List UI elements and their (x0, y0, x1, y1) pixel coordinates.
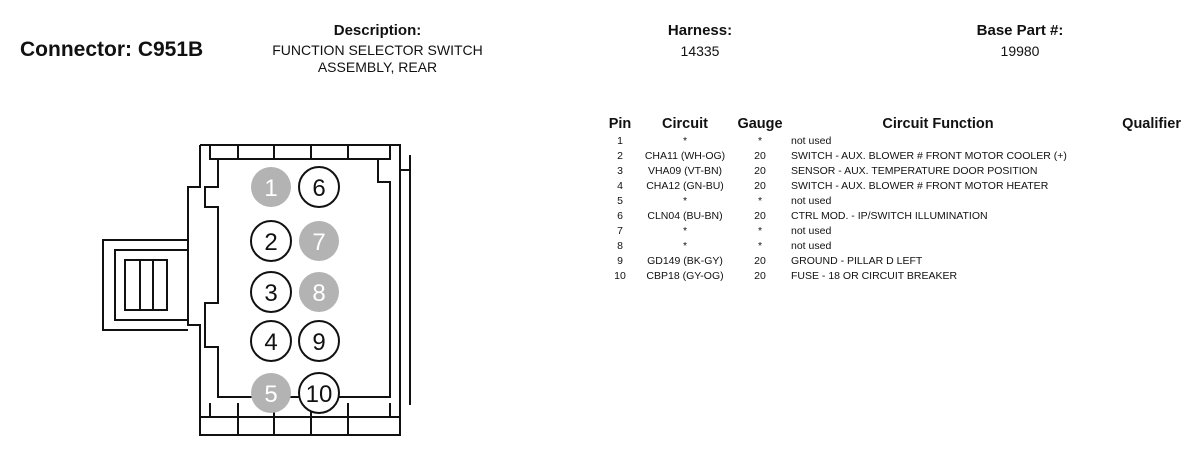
pin-table: Pin Circuit Gauge Circuit Function Quali… (605, 116, 1181, 284)
table-row: 8 * * not used (605, 239, 1181, 254)
pin-8-label: 8 (312, 280, 325, 307)
header-qualifier: Qualifier (1122, 116, 1181, 132)
cell-qualifier (1091, 254, 1181, 269)
table-row: 5 * * not used (605, 194, 1181, 209)
cell-circuit: * (682, 195, 688, 207)
cell-qualifier (1091, 239, 1181, 254)
cell-circuit: GD149 (BK-GY) (647, 255, 723, 267)
cell-pin: 3 (617, 165, 623, 177)
cell-gauge: 20 (754, 210, 766, 222)
cell-function: SWITCH - AUX. BLOWER # FRONT MOTOR HEATE… (791, 180, 1049, 192)
cell-function: not used (791, 135, 832, 147)
pin-2-label: 2 (264, 229, 277, 256)
cell-pin: 4 (617, 180, 623, 192)
pin-4: 4 (250, 320, 292, 362)
pin-5: 5 (251, 373, 291, 413)
cell-circuit: * (682, 225, 688, 237)
pin-6-label: 6 (312, 175, 325, 202)
cell-pin: 8 (617, 240, 623, 252)
cell-circuit: * (682, 240, 688, 252)
table-row: 7 * * not used (605, 224, 1181, 239)
table-row: 4 CHA12 (GN-BU) 20 SWITCH - AUX. BLOWER # F… (605, 179, 1181, 194)
pin-table-header-row: Pin Circuit Gauge Circuit Function Quali… (605, 116, 1181, 134)
cell-pin: 9 (617, 255, 623, 267)
connector-face-diagram: 1 6 2 7 3 8 4 9 5 10 (102, 144, 411, 436)
harness-value: 14335 (680, 43, 720, 59)
cell-function: FUSE - 18 OR CIRCUIT BREAKER (791, 270, 958, 282)
pin-1: 1 (251, 167, 291, 207)
pin-3: 3 (250, 271, 292, 313)
pin-7: 7 (299, 221, 339, 261)
pin-8: 8 (299, 272, 339, 312)
cell-function: SENSOR - AUX. TEMPERATURE DOOR POSITION (791, 165, 1038, 177)
cell-function: not used (791, 240, 832, 252)
base-part-value: 19980 (1000, 43, 1040, 59)
cell-qualifier (1091, 209, 1181, 224)
header-circuit: Circuit (662, 116, 708, 132)
pin-10: 10 (298, 372, 340, 414)
description-value: FUNCTION SELECTOR SWITCH ASSEMBLY, REAR (250, 42, 505, 76)
cell-pin: 10 (614, 270, 626, 282)
cell-qualifier (1091, 224, 1181, 239)
cell-circuit: VHA09 (VT-BN) (647, 165, 723, 177)
cell-gauge: 20 (754, 255, 766, 267)
cell-circuit: CBP18 (GY-OG) (646, 270, 724, 282)
pin-1-label: 1 (264, 175, 277, 202)
table-row: 6 CLN04 (BU-BN) 20 CTRL MOD. - IP/SWITCH IL… (605, 209, 1181, 224)
cell-function: CTRL MOD. - IP/SWITCH ILLUMINATION (791, 210, 988, 222)
cell-qualifier (1091, 164, 1181, 179)
cell-pin: 2 (617, 150, 623, 162)
cell-gauge: 20 (754, 180, 766, 192)
cell-gauge: 20 (754, 165, 766, 177)
pin-6: 6 (298, 166, 340, 208)
cell-gauge: * (757, 225, 763, 237)
cell-gauge: 20 (754, 270, 766, 282)
cell-circuit: CHA11 (WH-OG) (644, 150, 726, 162)
pin-9: 9 (298, 320, 340, 362)
cell-gauge: * (757, 195, 763, 207)
base-part-label: Base Part #: (976, 22, 1064, 39)
connector-housing (102, 144, 411, 436)
harness-label: Harness: (667, 22, 733, 39)
cell-pin: 5 (617, 195, 623, 207)
pin-2: 2 (250, 220, 292, 262)
cell-qualifier (1091, 134, 1181, 149)
table-row: 1 * * not used (605, 134, 1181, 149)
pin-3-label: 3 (264, 280, 277, 307)
pin-10-label: 10 (306, 381, 333, 408)
cell-function: not used (791, 225, 832, 237)
connector-title: Connector: C951B (20, 38, 204, 61)
pin-4-label: 4 (264, 329, 277, 356)
cell-qualifier (1091, 269, 1181, 284)
header-gauge: Gauge (737, 116, 783, 132)
table-row: 3 VHA09 (VT-BN) 20 SENSOR - AUX. TEMPERATUR… (605, 164, 1181, 179)
cell-qualifier (1091, 149, 1181, 164)
cell-circuit: CLN04 (BU-BN) (647, 210, 723, 222)
cell-pin: 7 (617, 225, 623, 237)
description-line-1: FUNCTION SELECTOR SWITCH (272, 42, 483, 58)
table-row: 10 CBP18 (GY-OG) 20 FUSE - 18 OR CIRCUIT BR… (605, 269, 1181, 284)
cell-circuit: * (682, 135, 688, 147)
description-line-2: ASSEMBLY, REAR (317, 59, 438, 75)
cell-qualifier (1091, 179, 1181, 194)
cell-pin: 1 (617, 135, 623, 147)
header-circuit-function: Circuit Function (882, 116, 994, 132)
header-pin: Pin (608, 116, 632, 132)
cell-circuit: CHA12 (GN-BU) (646, 180, 724, 192)
table-row: 9 GD149 (BK-GY) 20 GROUND - PILLAR D LEFT (605, 254, 1181, 269)
cell-function: GROUND - PILLAR D LEFT (791, 255, 923, 267)
cell-function: SWITCH - AUX. BLOWER # FRONT MOTOR COOLE… (791, 150, 1067, 162)
pin-7-label: 7 (312, 229, 325, 256)
cell-gauge: 20 (754, 150, 766, 162)
cell-gauge: * (757, 135, 763, 147)
description-label: Description: (333, 22, 422, 39)
cell-gauge: * (757, 240, 763, 252)
table-row: 2 CHA11 (WH-OG) 20 SWITCH - AUX. BLOWER # F… (605, 149, 1181, 164)
cell-pin: 6 (617, 210, 623, 222)
cell-qualifier (1091, 194, 1181, 209)
pin-5-label: 5 (264, 381, 277, 408)
pin-9-label: 9 (312, 329, 325, 356)
cell-function: not used (791, 195, 832, 207)
